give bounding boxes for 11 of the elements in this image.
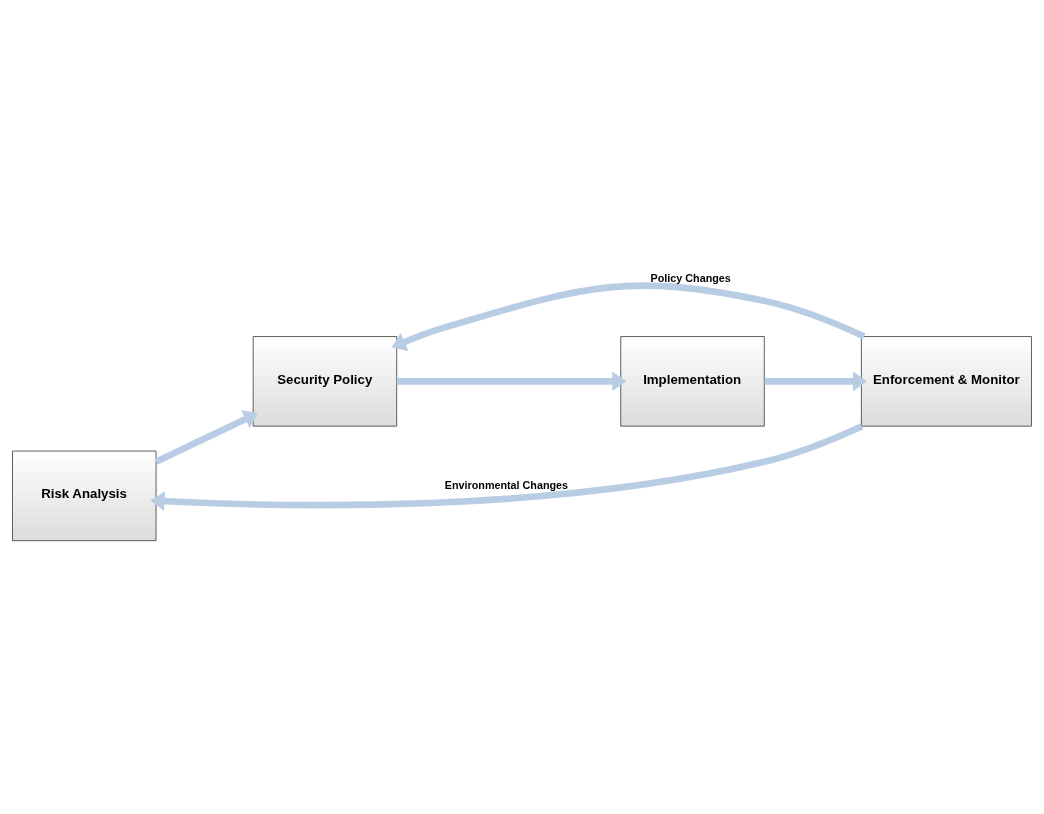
edge-label: Policy Changes [650,271,731,284]
node-box: Risk Analysis [12,450,157,541]
node-box: Implementation [620,335,765,427]
arrow [154,409,259,465]
arrow [396,371,627,391]
node-box: Security Policy [252,335,398,427]
arrow [764,371,868,391]
arrow [391,281,866,351]
arrow [150,422,864,511]
edge-label: Environmental Changes [444,478,569,491]
node-box: Enforcement & Monitor [860,335,1032,427]
